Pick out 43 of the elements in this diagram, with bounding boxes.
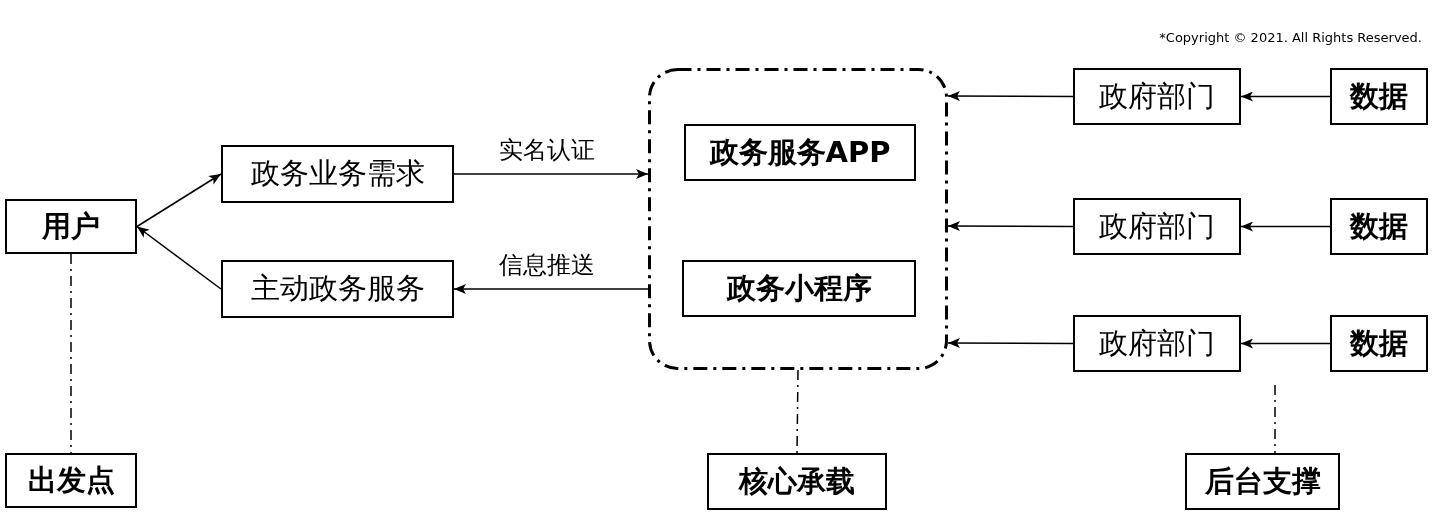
arrow (1240, 338, 1331, 349)
copyright-note: *Copyright © 2021. All Rights Reserved. (1159, 30, 1422, 45)
arrow (947, 91, 1074, 102)
process-box (221, 260, 454, 318)
arrow (947, 221, 1074, 232)
box-label: 政府部门 (1099, 324, 1215, 362)
process-box (1073, 198, 1241, 255)
box-label: 政务业务需求 (250, 155, 425, 192)
process-box (5, 199, 137, 254)
process-box (684, 124, 916, 181)
box-label: 核心承载 (739, 462, 855, 500)
process-box (707, 453, 887, 510)
process-box (1073, 315, 1241, 372)
process-box (5, 453, 137, 508)
box-label: 数据 (1350, 77, 1408, 115)
connector-line (796, 369, 799, 454)
box-label: 数据 (1350, 207, 1408, 245)
box-label: 政务小程序 (726, 269, 872, 307)
process-box (1073, 68, 1241, 125)
box-label: 后台支撑 (1204, 462, 1321, 500)
arrow (947, 338, 1074, 349)
process-box (221, 145, 454, 203)
box-label: 出发点 (27, 461, 115, 499)
process-box (682, 260, 916, 317)
connector-line (70, 253, 72, 454)
arrow (1240, 221, 1331, 232)
box-label: 用户 (42, 207, 100, 245)
box-label: 政务服务APP (709, 133, 891, 171)
connector-line (1274, 384, 1276, 454)
process-box (1330, 198, 1428, 255)
dash-dot-frame (648, 68, 948, 370)
process-box (1330, 68, 1428, 125)
process-box (1330, 315, 1428, 372)
box-label: 主动政务服务 (250, 270, 425, 307)
box-label: 数据 (1350, 324, 1408, 362)
arrow (453, 169, 649, 179)
box-label: 政府部门 (1099, 207, 1215, 245)
arrow (136, 225, 222, 290)
process-box (1185, 453, 1340, 510)
arrow (136, 173, 222, 228)
arrow (1240, 91, 1331, 102)
arrow (453, 284, 649, 294)
box-label: 政府部门 (1099, 77, 1215, 115)
